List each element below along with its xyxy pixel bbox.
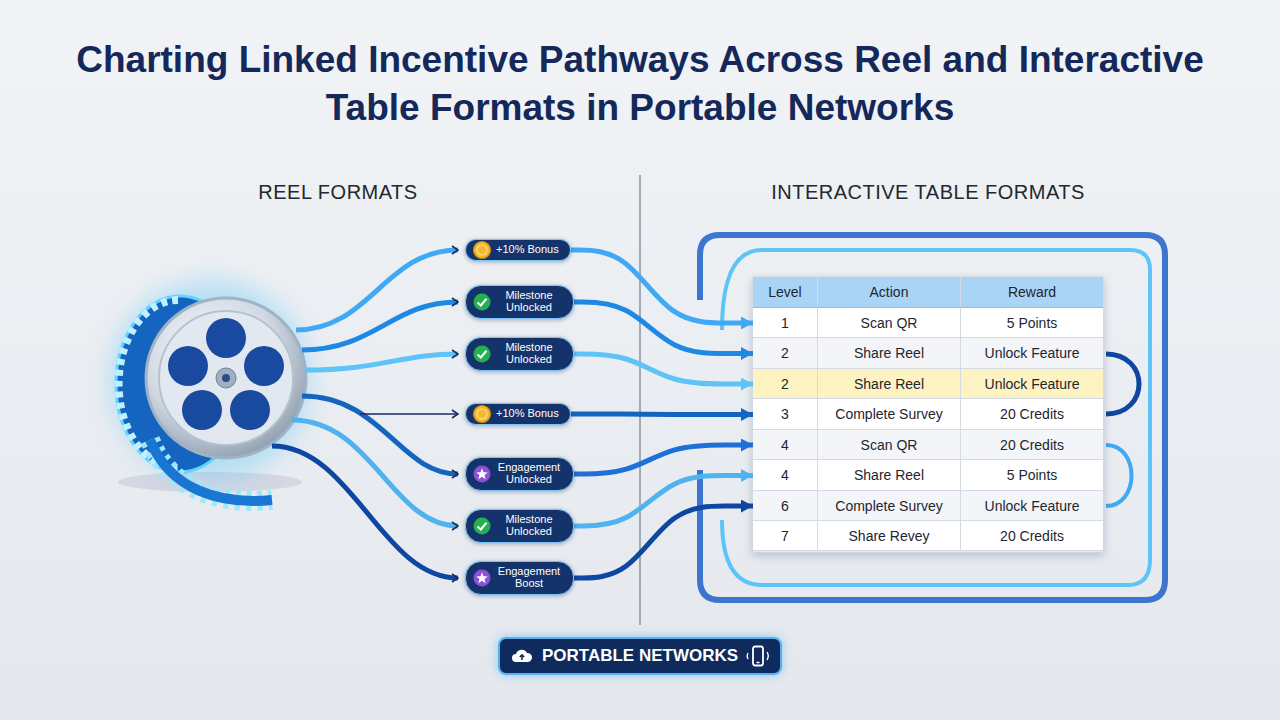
check-icon [472, 344, 492, 364]
table-header: LevelActionReward [753, 277, 1103, 308]
star-icon [472, 568, 492, 588]
table-cell: Share Reel [817, 338, 960, 368]
incentive-badge: +10% Bonus [465, 239, 571, 261]
incentive-badge: Engagement Boost [465, 561, 574, 595]
incentive-badge: Milestone Unlocked [465, 337, 574, 371]
table-row: 3Complete Survey20 Credits [753, 399, 1103, 430]
badge-text: +10% Bonus [496, 408, 559, 420]
table-cell: 4 [753, 430, 817, 459]
badge-text: Milestone Unlocked [496, 514, 562, 538]
header-cell: Level [753, 277, 817, 307]
table-cell: Unlock Feature [960, 491, 1103, 520]
header-cell: Reward [960, 277, 1103, 307]
flow-connector [571, 250, 753, 323]
table-cell: 5 Points [960, 308, 1103, 337]
phone-icon [746, 645, 770, 667]
brand-text: PORTABLE NETWORKS [542, 646, 738, 666]
badge-text: Milestone Unlocked [496, 342, 562, 366]
divider-line [639, 175, 641, 625]
table-cell: 7 [753, 521, 817, 550]
incentive-badge: Milestone Unlocked [465, 285, 574, 319]
check-icon [472, 516, 492, 536]
check-icon [472, 292, 492, 312]
table-row: 4Scan QR20 Credits [753, 430, 1103, 460]
flow-connector [574, 302, 753, 354]
coin-icon [472, 404, 492, 424]
table-cell: Complete Survey [817, 491, 960, 520]
table-row: 1Scan QR5 Points [753, 308, 1103, 338]
flow-connector [574, 445, 753, 474]
incentive-badge: +10% Bonus [465, 403, 571, 425]
reel-pathways [272, 250, 458, 578]
table-cell: 3 [753, 399, 817, 429]
badge-text: +10% Bonus [496, 244, 559, 256]
coin-icon [472, 240, 492, 260]
table-cell: Complete Survey [817, 399, 960, 429]
flow-connector [571, 412, 753, 418]
badge-text: Milestone Unlocked [496, 290, 562, 314]
table-frame [753, 277, 1103, 552]
incentive-badge: Milestone Unlocked [465, 509, 574, 543]
loop-path [722, 250, 1150, 585]
table-cell: Unlock Feature [960, 338, 1103, 368]
loop-path [700, 235, 1165, 600]
badge-text: Engagement Unlocked [496, 462, 562, 486]
table-cell: 20 Credits [960, 430, 1103, 459]
table-cell: 4 [753, 460, 817, 490]
table-cell: 5 Points [960, 460, 1103, 490]
table-cell: 20 Credits [960, 521, 1103, 550]
table-cell: 2 [753, 369, 817, 398]
table-cell: Unlock Feature [960, 369, 1103, 398]
brand-badge: PORTABLE NETWORKS [498, 637, 782, 675]
badge-text: Engagement Boost [496, 566, 562, 590]
loop-path [1106, 445, 1132, 506]
table-cell: Share Reel [817, 369, 960, 398]
cloud-icon [510, 645, 534, 667]
star-icon [472, 464, 492, 484]
table-row: 7Share Revey20 Credits [753, 521, 1103, 551]
table-cell: 1 [753, 308, 817, 337]
header-cell: Action [817, 277, 960, 307]
table-row: 2Share ReelUnlock Feature [753, 369, 1103, 399]
incentive-badge: Engagement Unlocked [465, 457, 574, 491]
diagram-title: Charting Linked Incentive Pathways Acros… [40, 36, 1240, 132]
flow-connector [574, 506, 753, 578]
table-row: 6Complete SurveyUnlock Feature [753, 491, 1103, 521]
table-cell: 20 Credits [960, 399, 1103, 429]
section-label: REEL FORMATS [178, 181, 498, 204]
arrow-line [360, 413, 458, 415]
flow-connector [574, 476, 753, 527]
table-row: 4Share Reel5 Points [753, 460, 1103, 491]
table-cell: Scan QR [817, 308, 960, 337]
table-cell: Share Revey [817, 521, 960, 550]
table-cell: Scan QR [817, 430, 960, 459]
section-label: INTERACTIVE TABLE FORMATS [708, 181, 1148, 204]
loop-path [1106, 354, 1139, 414]
flow-connector [574, 354, 753, 384]
table-row: 2Share ReelUnlock Feature [753, 338, 1103, 369]
table-cell: 6 [753, 491, 817, 520]
table-cell: 2 [753, 338, 817, 368]
table-cell: Share Reel [817, 460, 960, 490]
film-reel [110, 280, 310, 501]
